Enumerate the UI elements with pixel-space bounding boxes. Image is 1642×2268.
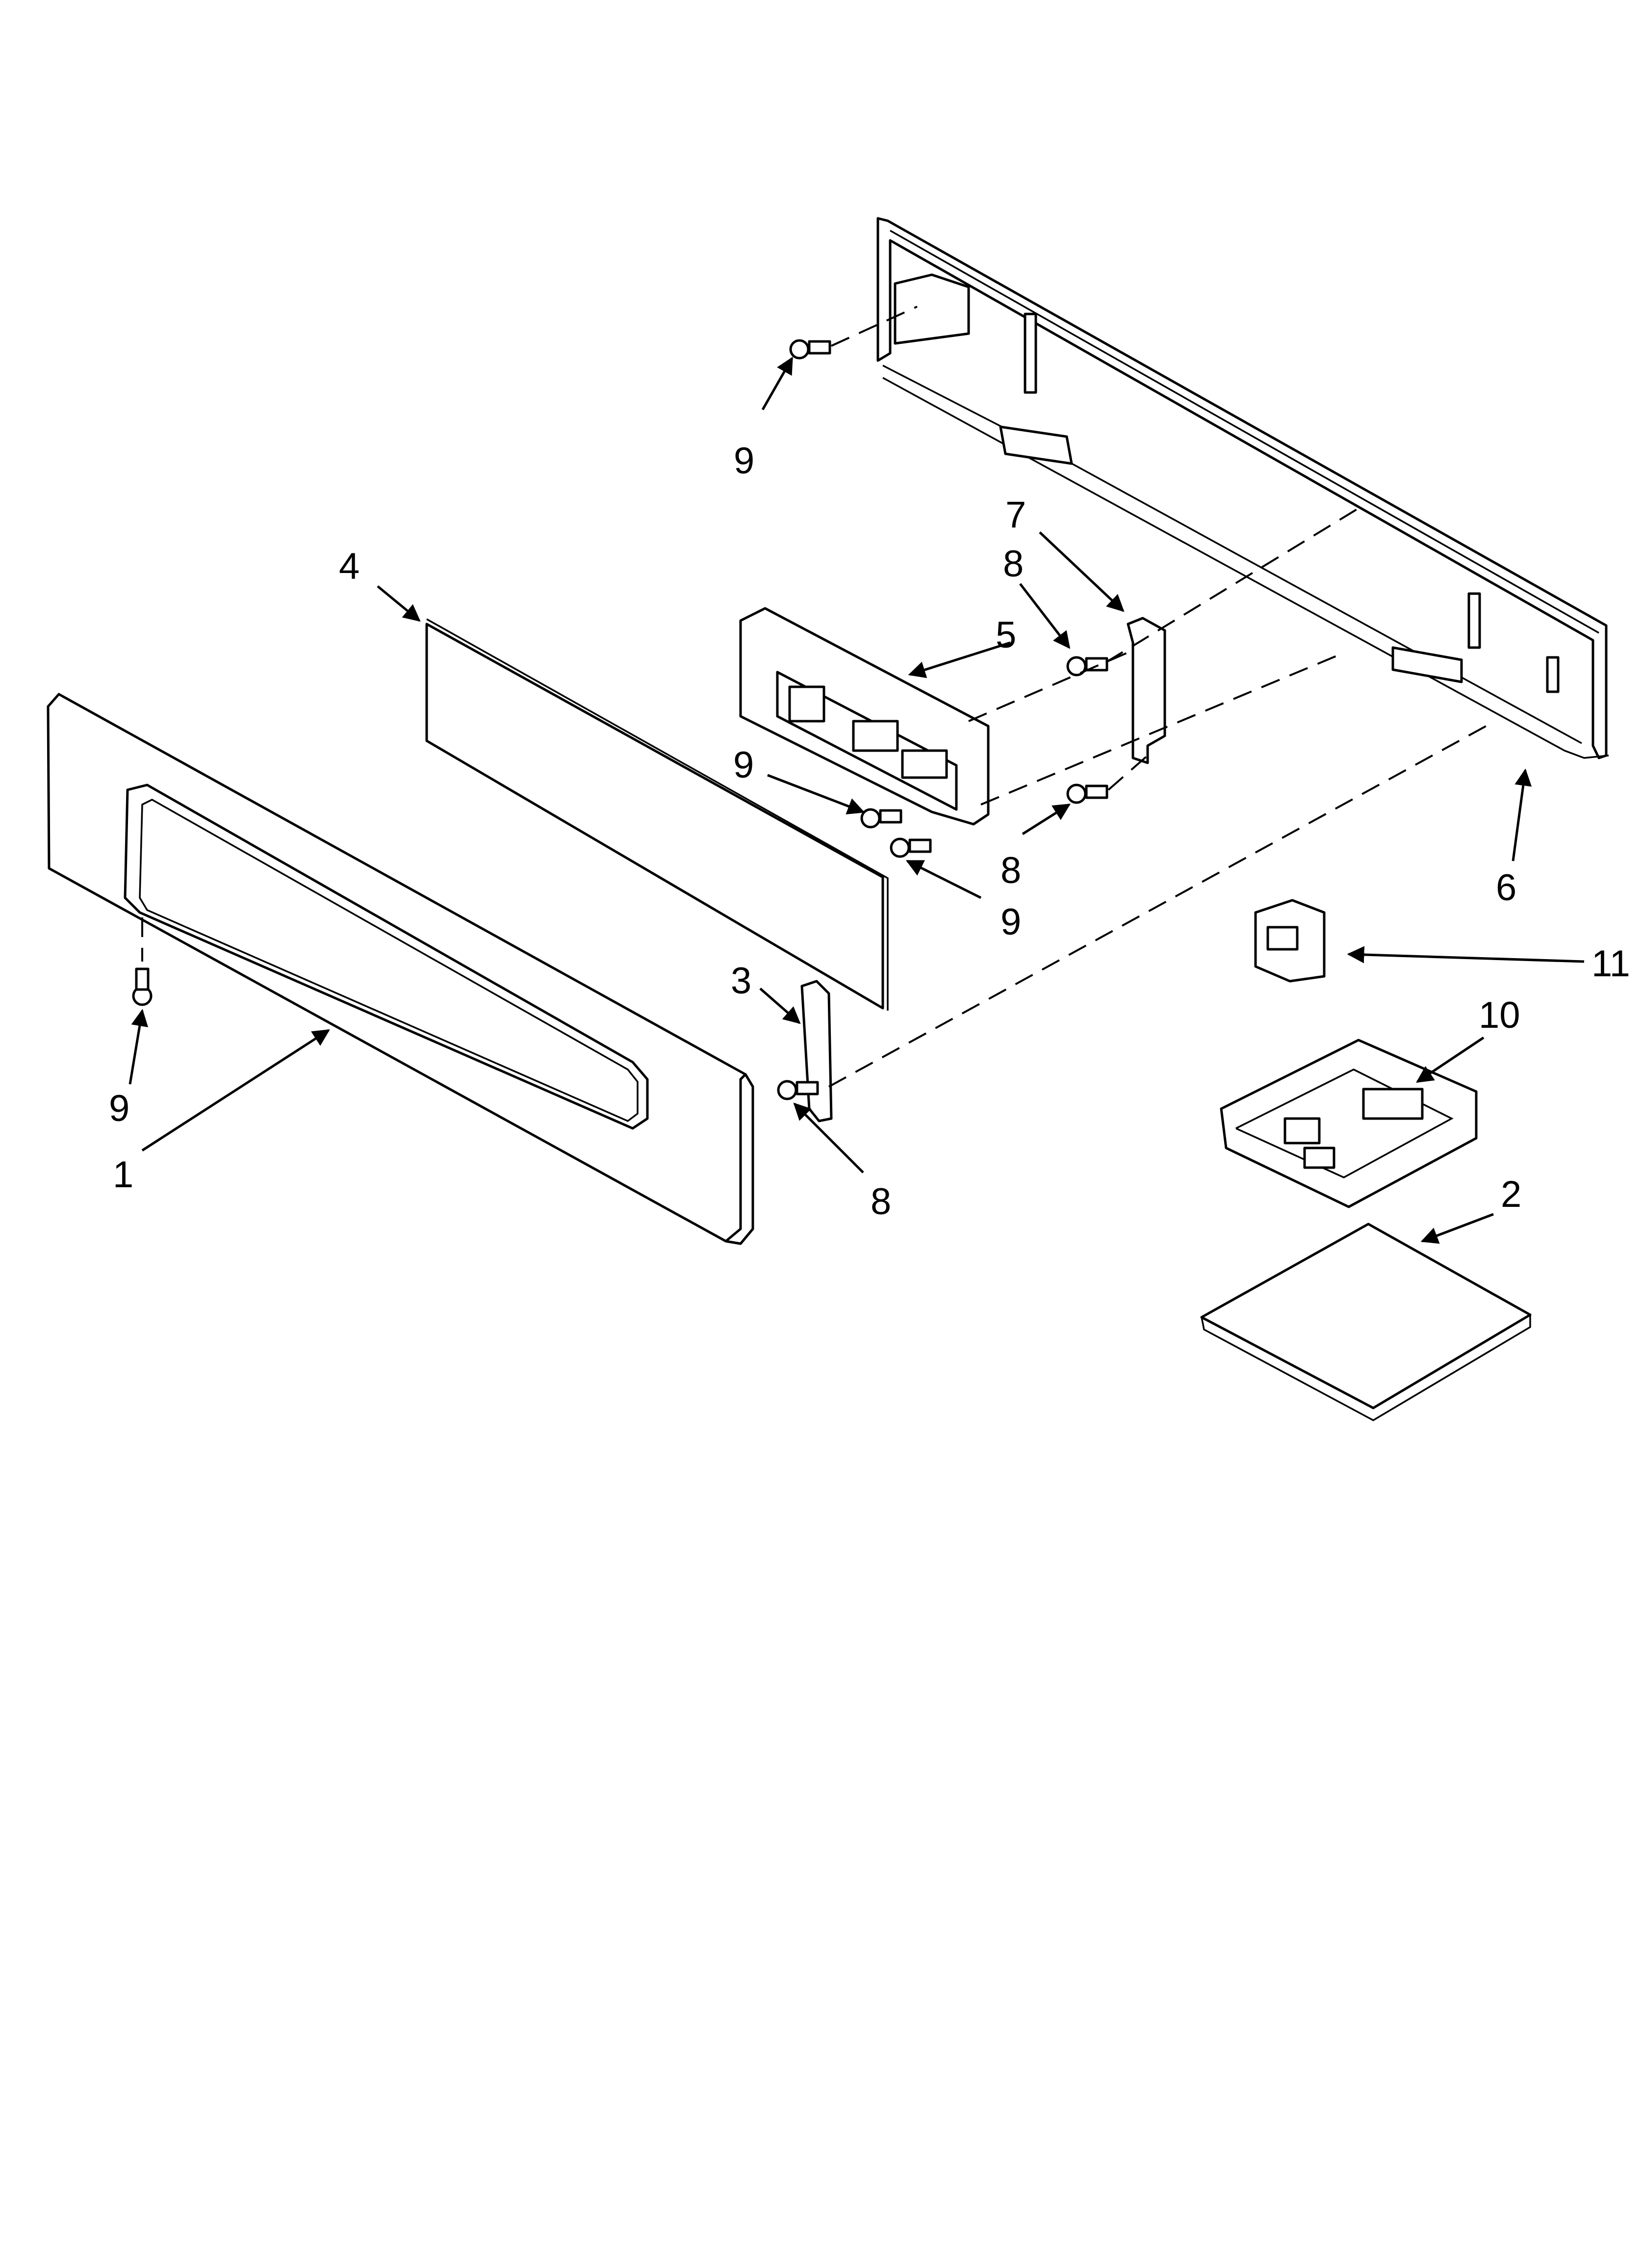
board-housing-part <box>1220 1039 1478 1208</box>
electronic-control-part <box>739 607 990 826</box>
callout-8: 8 <box>1001 850 1021 891</box>
assembly-lines <box>141 306 1487 1088</box>
callout-9: 9 <box>1001 901 1021 943</box>
mounting-bracket-part <box>876 217 1609 759</box>
screw-icon <box>789 339 831 360</box>
lens-window-part <box>425 618 889 1011</box>
callout-10: 10 <box>1479 994 1520 1036</box>
callout-9: 9 <box>733 744 754 786</box>
screw-icon <box>1066 656 1108 677</box>
callout-9: 9 <box>734 440 754 482</box>
screw-icon <box>777 1080 819 1100</box>
screw-icon <box>890 837 932 858</box>
trim-strip-part <box>800 980 833 1122</box>
callout-2: 2 <box>1501 1173 1521 1215</box>
mounting-plate-part <box>1200 1223 1532 1422</box>
control-panel-front-part <box>47 693 754 1245</box>
component-11-part <box>1254 899 1326 983</box>
callout-5: 5 <box>996 614 1016 656</box>
callout-9: 9 <box>109 1088 129 1129</box>
board-bracket-part <box>1127 617 1166 764</box>
callout-1: 1 <box>113 1154 133 1196</box>
callout-7: 7 <box>1005 494 1026 536</box>
callout-4: 4 <box>339 546 359 587</box>
callout-8: 8 <box>1003 543 1024 585</box>
callout-8: 8 <box>871 1181 891 1223</box>
screw-icon <box>860 808 902 829</box>
screw-icon <box>1066 783 1108 804</box>
screw-icon <box>132 967 153 1006</box>
callout-11: 11 <box>1591 943 1630 985</box>
callout-3: 3 <box>731 960 751 1002</box>
leader-arrows <box>128 356 1585 1244</box>
callout-6: 6 <box>1496 867 1516 909</box>
